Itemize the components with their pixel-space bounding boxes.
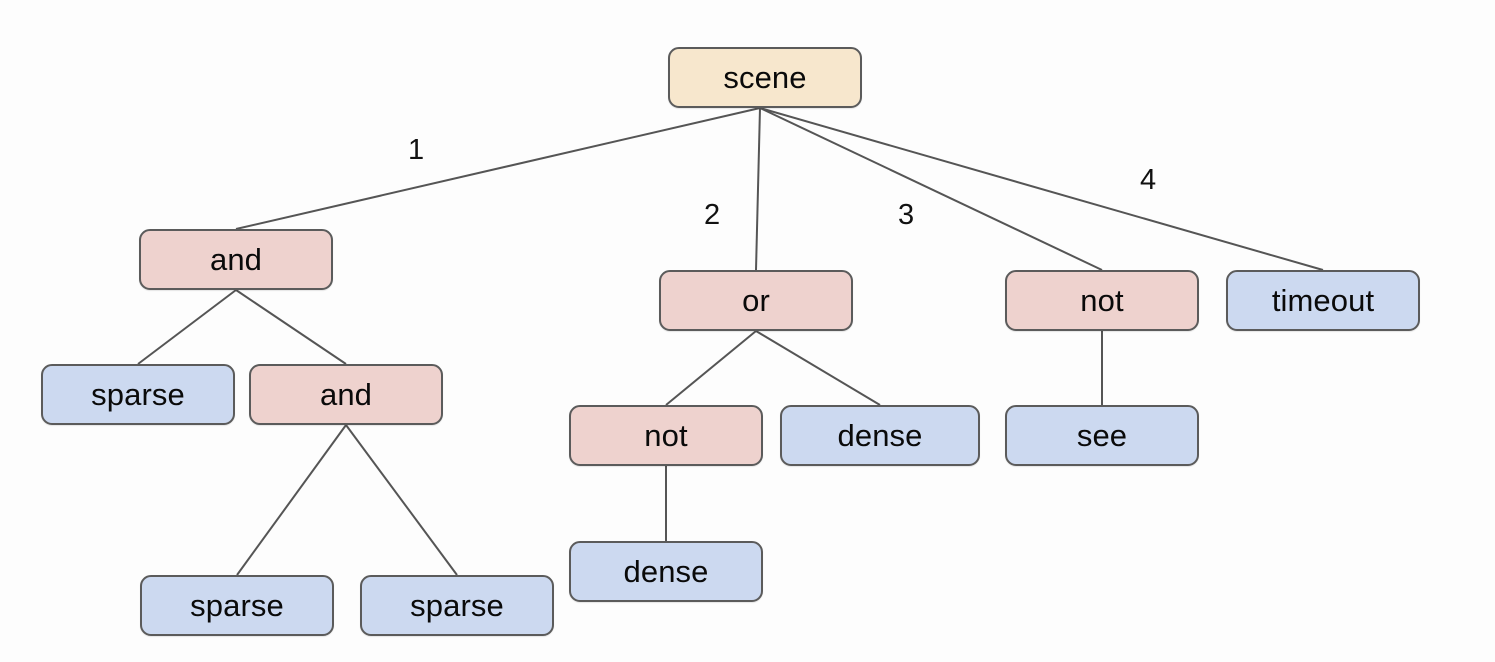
edge-scene-to-or1 bbox=[755, 107, 761, 271]
tree-node-or1[interactable]: or bbox=[659, 270, 853, 331]
edge-and1-to-and2 bbox=[235, 289, 347, 365]
edge-label-3: 3 bbox=[898, 199, 915, 231]
tree-node-sparse3[interactable]: sparse bbox=[360, 575, 554, 636]
tree-node-label: sparse bbox=[190, 588, 284, 623]
tree-node-label: not bbox=[644, 418, 688, 453]
tree-node-timeout[interactable]: timeout bbox=[1226, 270, 1420, 331]
tree-node-label: see bbox=[1076, 418, 1128, 453]
edge-and2-to-sparse2 bbox=[236, 424, 347, 576]
edge-or1-to-not2 bbox=[665, 330, 757, 406]
tree-node-label: not bbox=[1080, 283, 1124, 318]
edge-label-2: 2 bbox=[704, 199, 721, 231]
tree-node-not2[interactable]: not bbox=[569, 405, 763, 466]
edge-or1-to-dense1 bbox=[755, 330, 881, 406]
tree-node-sparse1[interactable]: sparse bbox=[41, 364, 235, 425]
tree-node-not1[interactable]: not bbox=[1005, 270, 1199, 331]
tree-node-label: dense bbox=[837, 418, 923, 453]
tree-node-dense1[interactable]: dense bbox=[780, 405, 980, 466]
tree-node-label: dense bbox=[623, 554, 709, 589]
edge-and2-to-sparse3 bbox=[345, 424, 458, 576]
tree-node-see[interactable]: see bbox=[1005, 405, 1199, 466]
edge-label-4: 4 bbox=[1140, 164, 1157, 196]
tree-node-label: timeout bbox=[1271, 283, 1375, 318]
tree-node-dense2[interactable]: dense bbox=[569, 541, 763, 602]
tree-node-label: and bbox=[319, 377, 373, 412]
tree-node-label: and bbox=[209, 242, 263, 277]
edge-scene-to-and1 bbox=[235, 107, 761, 230]
tree-node-label: or bbox=[742, 283, 770, 318]
tree-node-scene[interactable]: scene bbox=[668, 47, 862, 108]
tree-node-sparse2[interactable]: sparse bbox=[140, 575, 334, 636]
tree-node-label: sparse bbox=[410, 588, 504, 623]
edge-and1-to-sparse1 bbox=[137, 289, 237, 365]
tree-node-label: scene bbox=[723, 60, 807, 95]
edge-label-1: 1 bbox=[408, 134, 425, 166]
tree-node-and2[interactable]: and bbox=[249, 364, 443, 425]
edge-scene-to-not1 bbox=[759, 107, 1103, 271]
tree-node-label: sparse bbox=[91, 377, 185, 412]
edge-scene-to-timeout bbox=[759, 107, 1324, 271]
tree-node-and1[interactable]: and bbox=[139, 229, 333, 290]
